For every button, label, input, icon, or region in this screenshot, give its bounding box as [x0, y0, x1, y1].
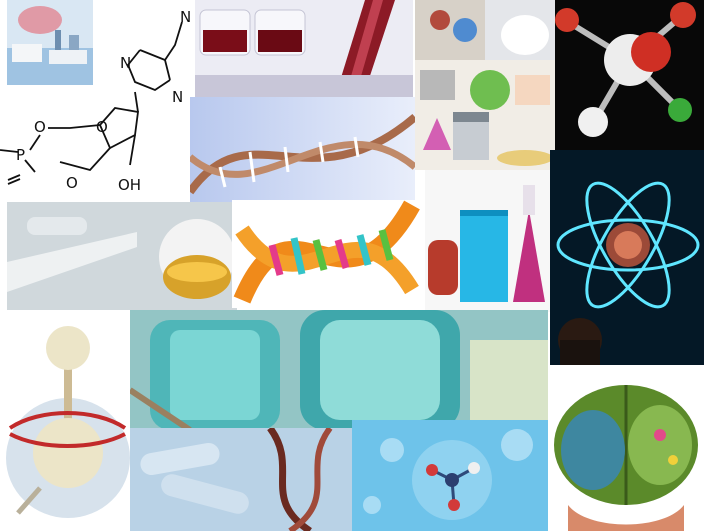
blood-test-tubes-photo: [195, 0, 413, 97]
atom-label-n-top: N: [180, 8, 191, 26]
atom-label-o-ring: O: [96, 118, 108, 136]
teal-liquid-glassware-photo: [130, 310, 548, 430]
bacteria-and-dna-photo: [130, 428, 352, 531]
lab-room-photo: [7, 0, 93, 85]
atom-label-o-lower: O: [66, 174, 78, 192]
atom-label-p: P: [16, 146, 25, 164]
nucleotide-structure-diagram: N N N O O P O OH: [0, 0, 195, 200]
colored-beakers-photo: [425, 170, 550, 312]
cartoon-dna-helix-illustration: [232, 200, 420, 308]
glass-flask-amber-photo: [7, 202, 237, 310]
dna-helix-blue-photo: [190, 97, 415, 202]
molecule-in-bubbles-illustration: [352, 420, 550, 531]
glowing-atom-illustration: [550, 150, 704, 365]
atom-with-dna-ring-illustration: [0, 318, 135, 531]
lab-bottles-and-pills-photo: [415, 0, 555, 170]
brain-city-and-nature-illustration: [548, 365, 704, 531]
atom-label-oh: OH: [118, 176, 141, 194]
molecule-ball-model-photo: [555, 0, 704, 150]
atom-label-n-mid: N: [120, 54, 131, 72]
atom-label-n-right: N: [172, 88, 183, 106]
atom-label-o-left: O: [34, 118, 46, 136]
